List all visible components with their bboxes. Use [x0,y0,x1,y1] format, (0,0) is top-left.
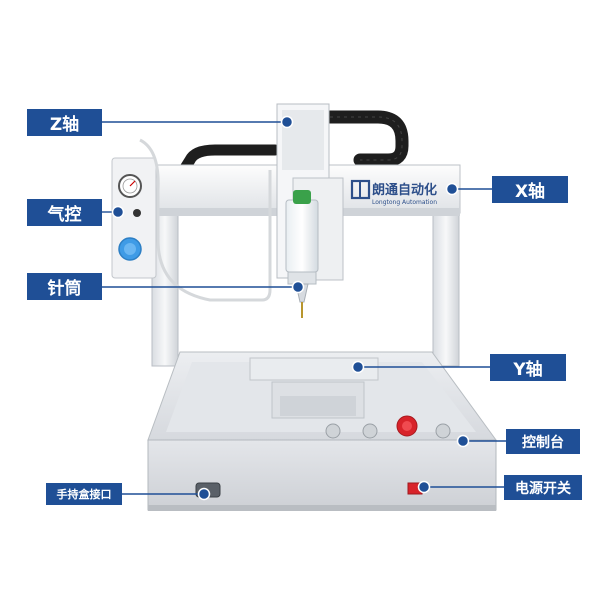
label-x-axis: X轴 [492,176,568,203]
label-pneumatic-control: 气控 [27,199,102,226]
pointer-dot [456,434,470,448]
pointer-lines [102,121,506,495]
pointer-dot [291,280,305,294]
pointer-dot [417,480,431,494]
label-control-panel: 控制台 [506,429,580,454]
brand-name-en: Longtong Automation [372,199,437,206]
brand-name-cn: 朗通自动化 [372,182,437,198]
control-knob-2 [362,423,378,439]
label-handheld-box-port: 手持盒接口 [46,483,122,505]
drag-chain [179,110,409,174]
pointer-dots [111,115,470,501]
y-axis-platform [249,357,379,381]
pointer-dot [351,360,365,374]
control-knob-1 [325,423,341,439]
pointer-dot [197,487,211,501]
label-syringe: 针筒 [27,273,102,300]
syringe-assembly [285,190,319,318]
nozzle-cap [293,190,311,204]
pointer-dot [445,182,459,196]
pointer-dot [280,115,294,129]
label-y-axis: Y轴 [490,354,566,381]
pointer-dot [111,205,125,219]
right-post [432,205,460,367]
control-knob-3 [435,423,451,439]
label-power-switch: 电源开关 [504,475,582,500]
label-z-axis: Z轴 [27,109,102,136]
base-front [147,439,497,511]
brand-logo: 朗通自动化 Longtong Automation [350,179,437,206]
pneumatic-control-panel [111,138,272,302]
